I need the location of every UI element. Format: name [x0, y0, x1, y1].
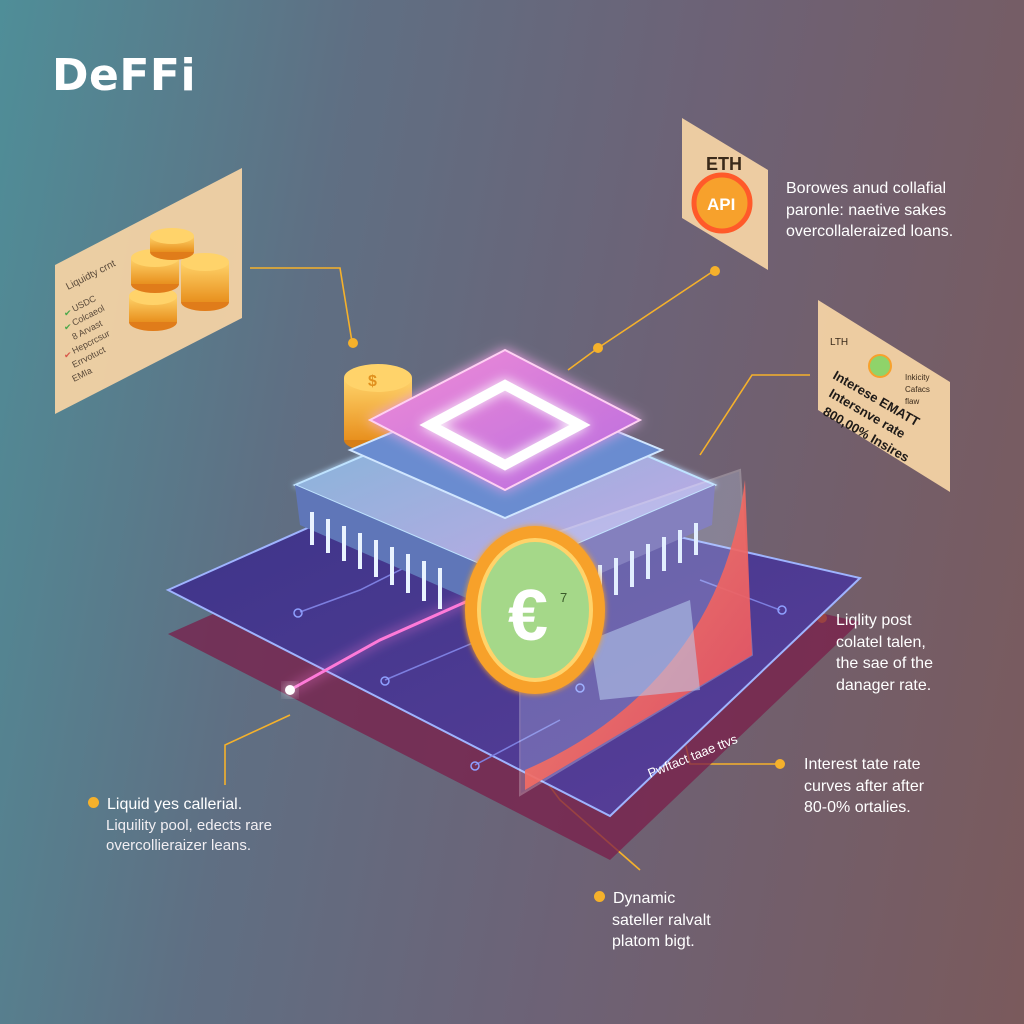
- connector-dot: [710, 266, 720, 276]
- check-icon: ✔: [64, 350, 72, 360]
- eth-card: ETH API: [682, 118, 768, 270]
- euro-coin: € 7: [465, 526, 605, 694]
- glow-trace: [289, 598, 471, 692]
- connector-right-card: [699, 374, 810, 456]
- interest-card-side: Inkicity: [905, 373, 929, 382]
- callout-line: platom bigt.: [612, 933, 695, 951]
- callout-line: Dynamic: [594, 888, 711, 910]
- callout-line: Liquid yes callerial.: [88, 794, 272, 816]
- coin-stacks-icon: [129, 228, 229, 331]
- eth-coin-icon: [691, 172, 753, 234]
- chip-side-left: [295, 485, 505, 615]
- interest-card-side: flaw: [905, 397, 919, 406]
- connector-dot: [775, 759, 785, 769]
- callout-heading: Liquid yes callerial.: [107, 796, 243, 813]
- callout-line: sateller ralvalt: [612, 911, 711, 929]
- callout-bottom-left: Liquid yes callerial. Liquility pool, ed…: [88, 794, 272, 856]
- interest-card-label: LTH: [830, 337, 848, 348]
- check-icons: ✔ ✔ ✔: [64, 308, 72, 360]
- euro-coin-suffix: 7: [560, 590, 567, 605]
- callout-line: Borowes anud collafial: [786, 180, 947, 197]
- interest-rate-curve: [525, 480, 752, 790]
- circuit-nodes: [293, 605, 787, 771]
- page-title: DeFFi: [52, 50, 197, 101]
- coin-stack: [129, 287, 177, 331]
- euro-coin-symbol: €: [508, 576, 548, 656]
- interest-card: LTH Inkicity Cafacs flaw Interese EMATT …: [818, 300, 950, 492]
- connector-eth-card: [567, 269, 716, 371]
- callout-low-right: Interest tate rate curves after after 80…: [804, 754, 924, 819]
- check-icon: ✔: [64, 308, 72, 318]
- connector-dot: [593, 343, 603, 353]
- euro-coin-face: [477, 538, 593, 682]
- callout-line: the sae of the: [836, 655, 933, 673]
- callout-line: overcollaleraized loans.: [786, 223, 954, 241]
- chip: [292, 348, 718, 615]
- callout-bottom-center: Dynamic sateller ralvalt platom bigt.: [594, 888, 711, 953]
- eth-card-label: ETH: [706, 154, 742, 174]
- callout-heading: Dynamic: [613, 890, 676, 907]
- interest-card-bg: [818, 300, 950, 492]
- callout-line: paronle: naetive sakes: [786, 201, 947, 219]
- liquidity-card: Liquidty crnt USDC Colcaeol 8 Arvast Hep…: [55, 168, 242, 414]
- callout-line: Liqlity post: [836, 612, 912, 629]
- callout-line: colatel talen,: [836, 633, 926, 651]
- callout-line: overcollieraizer leans.: [106, 836, 252, 854]
- callout-line: curves after after: [804, 777, 925, 795]
- interest-panel-shade: [590, 600, 700, 700]
- callout-line: danager rate.: [836, 676, 932, 694]
- connector-dot: [348, 338, 358, 348]
- callout-mid-right: Liqlity post colatel talen, the sae of t…: [836, 610, 933, 696]
- interest-coin-icon: [868, 354, 892, 378]
- glow-node: [285, 685, 295, 695]
- coin-stack: [181, 253, 229, 311]
- connector-bottom-left: [224, 714, 291, 785]
- chip-core: [419, 379, 591, 471]
- eth-coin-label: API: [707, 195, 735, 214]
- callout-top-right: Borowes anud collafial paronle: naetive …: [786, 178, 953, 243]
- coin-stack-symbol: $: [368, 373, 377, 390]
- connector-left-card: [250, 267, 353, 343]
- callout-line: Interest tate rate: [804, 756, 921, 773]
- callout-line: 80-0% ortalies.: [804, 799, 911, 817]
- chip-pins-left: [310, 512, 442, 609]
- chip-top: [367, 348, 643, 492]
- interest-card-side: Cafacs: [905, 385, 930, 394]
- bullet-dot-icon: [88, 797, 99, 808]
- check-icon: ✔: [64, 322, 72, 332]
- bullet-dot-icon: [594, 891, 605, 902]
- callout-line: Liquility pool, edects rare: [106, 816, 272, 834]
- coin-stack: [150, 228, 194, 260]
